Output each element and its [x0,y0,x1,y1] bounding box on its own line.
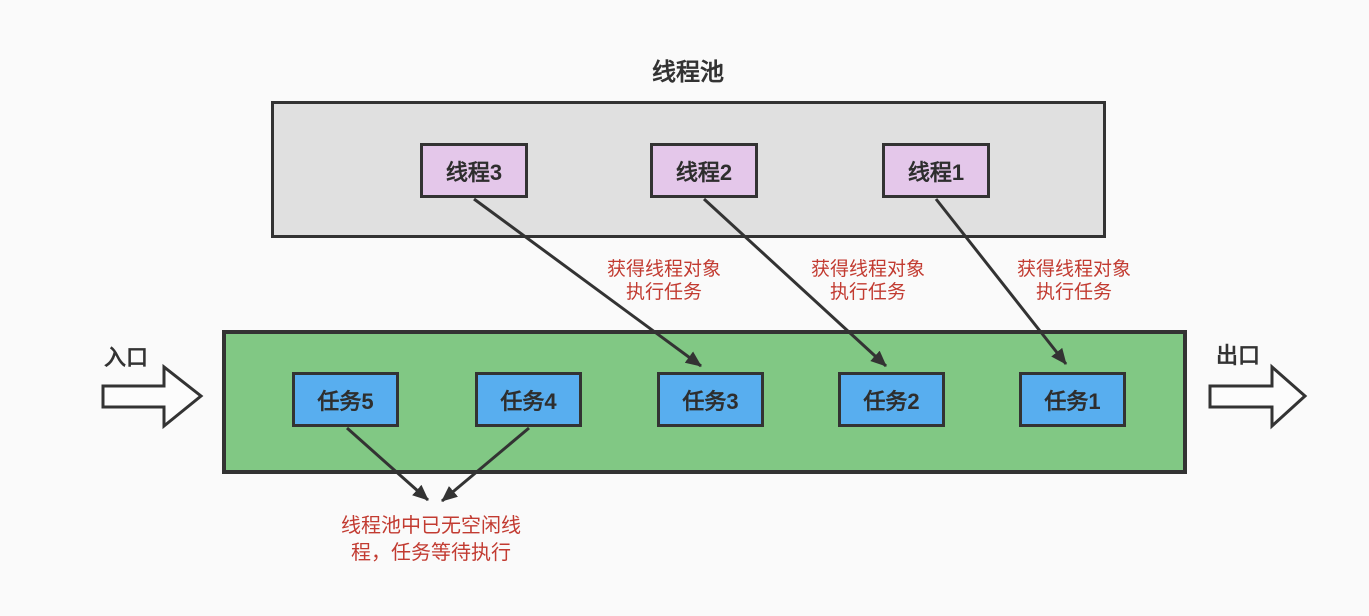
task-2-box: 任务2 [838,372,945,427]
acquire-annotation-line2: 执行任务 [829,282,906,303]
task-1-box: 任务1 [1019,372,1126,427]
exit-label: 出口 [1216,343,1261,368]
exit-arrow [1208,363,1308,430]
acquire-annotation-line1: 获得线程对象 [810,259,925,280]
waiting-annotation: 线程池中已无空闲线 程，任务等待执行 [321,513,541,567]
waiting-annotation-line2: 程，任务等待执行 [351,542,511,564]
acquire-annotation-line1: 获得线程对象 [606,259,721,280]
thread-3-box: 线程3 [420,143,528,198]
acquire-annotation-line2: 执行任务 [1035,282,1112,303]
thread-1-box: 线程1 [882,143,990,198]
acquire-annotation-line1: 获得线程对象 [1016,259,1131,280]
entry-arrow [101,363,204,430]
pool-title: 线程池 [652,59,724,86]
acquire-annotation-2: 获得线程对象 执行任务 [783,258,953,304]
thread-2-box: 线程2 [650,143,758,198]
acquire-annotation-line2: 执行任务 [625,282,702,303]
acquire-annotation-1: 获得线程对象 执行任务 [579,258,749,304]
task-5-box: 任务5 [292,372,399,427]
task-3-box: 任务3 [657,372,764,427]
task-4-box: 任务4 [475,372,582,427]
waiting-annotation-line1: 线程池中已无空闲线 [341,515,521,537]
entry-label: 入口 [104,345,149,370]
acquire-annotation-3: 获得线程对象 执行任务 [989,258,1159,304]
